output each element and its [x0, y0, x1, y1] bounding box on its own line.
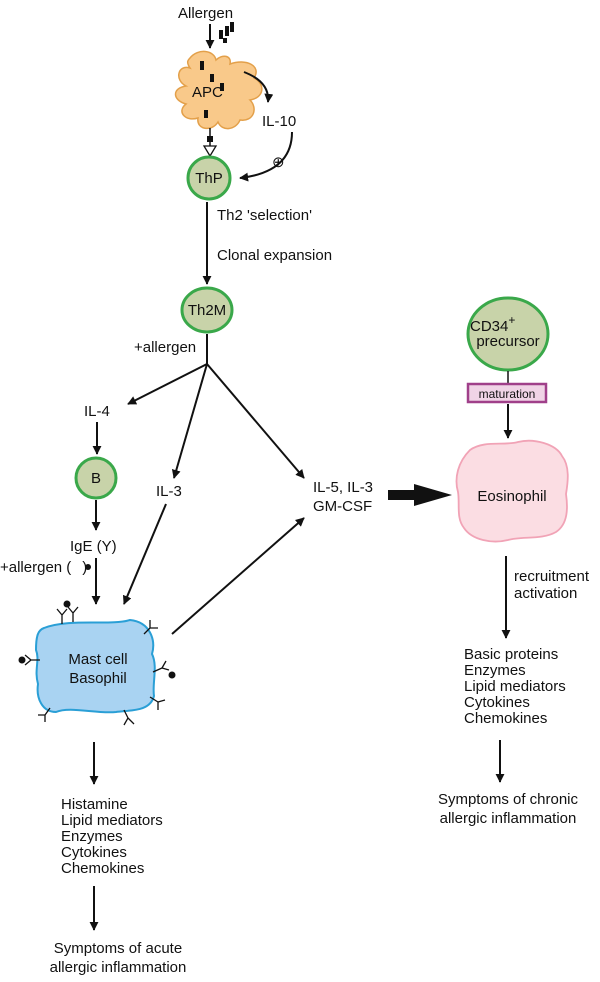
maturation-box — [466, 382, 548, 404]
il10-label: IL-10 — [262, 113, 296, 130]
il3-label: IL-3 — [156, 483, 182, 500]
precursor-label: precursor — [476, 333, 539, 350]
activation-label: activation — [514, 585, 577, 602]
right-product-item: Basic proteins — [464, 646, 558, 663]
plus-allergen-1-label: +allergen — [134, 339, 196, 356]
il10-to-thp-arrow — [239, 131, 293, 182]
th2m-cell — [180, 286, 234, 334]
mast-label-1: Mast cell — [68, 651, 127, 668]
right-product-item: Lipid mediators — [464, 678, 566, 695]
thp-cell — [186, 155, 232, 201]
allergen-label: Allergen — [178, 5, 233, 22]
clonal-expansion-label: Clonal expansion — [217, 247, 332, 264]
apc-cell — [174, 50, 263, 130]
eosinophil-cell — [455, 439, 569, 543]
left-product-item: Chemokines — [61, 860, 144, 877]
maturation-label: maturation — [479, 387, 536, 401]
thp-label: ThP — [195, 170, 223, 187]
chronic-outcome-line2: allergic inflammation — [440, 810, 577, 827]
ige-label: IgE (Y) — [70, 538, 117, 555]
right-product-item: Enzymes — [464, 662, 526, 679]
b-cell — [74, 456, 118, 500]
mast-to-il5-arrow — [171, 517, 305, 635]
il4-label: IL-4 — [84, 403, 110, 420]
right-product-item: Chemokines — [464, 710, 547, 727]
th2m-label: Th2M — [188, 302, 226, 319]
tcr-open-arrowhead — [202, 145, 218, 158]
il5-label-1: IL-5, IL-3 — [313, 479, 373, 496]
apc-to-il10-arrow — [243, 71, 274, 103]
left-products-list: Histamine Lipid mediators Enzymes Cytoki… — [61, 796, 163, 877]
antigen-mhc-mark — [207, 136, 213, 142]
cd34-precursor-cell — [466, 296, 550, 372]
allergen-dot-icon — [85, 564, 91, 570]
left-product-item: Cytokines — [61, 844, 127, 861]
left-product-item: Enzymes — [61, 828, 123, 845]
mast-label-2: Basophil — [69, 670, 127, 687]
bound-allergen-dots — [18, 600, 176, 679]
left-product-item: Lipid mediators — [61, 812, 163, 829]
il5-to-eosinophil-arrow — [388, 484, 452, 506]
right-product-item: Cytokines — [464, 694, 530, 711]
left-product-item: Histamine — [61, 796, 128, 813]
il5-label-2: GM-CSF — [313, 498, 372, 515]
acute-outcome-line1: Symptoms of acute — [54, 940, 182, 957]
th2-selection-label: Th2 'selection' — [217, 207, 312, 224]
plus-allergen-2-label: +allergen () — [0, 559, 87, 576]
allergen-particles-icon — [219, 22, 234, 43]
eosinophil-label: Eosinophil — [477, 488, 546, 505]
chronic-outcome-line1: Symptoms of chronic — [438, 791, 579, 808]
b-cell-label: B — [91, 470, 101, 487]
ige-receptors-icon — [24, 606, 170, 726]
il3-to-mast-arrow — [122, 503, 167, 605]
branch-to-il3-arrow — [171, 363, 208, 479]
apc-antigen-marks — [200, 61, 224, 118]
apc-label: APC — [192, 84, 223, 101]
plus-symbol: ⊕ — [272, 154, 285, 171]
recruitment-label: recruitment — [514, 568, 590, 585]
cd34-label: CD34+ — [470, 313, 515, 335]
branch-to-il4-arrow — [127, 363, 208, 405]
acute-outcome-line2: allergic inflammation — [50, 959, 187, 976]
right-products-list: Basic proteins Enzymes Lipid mediators C… — [464, 646, 566, 727]
branch-to-il5-arrow — [206, 363, 305, 479]
